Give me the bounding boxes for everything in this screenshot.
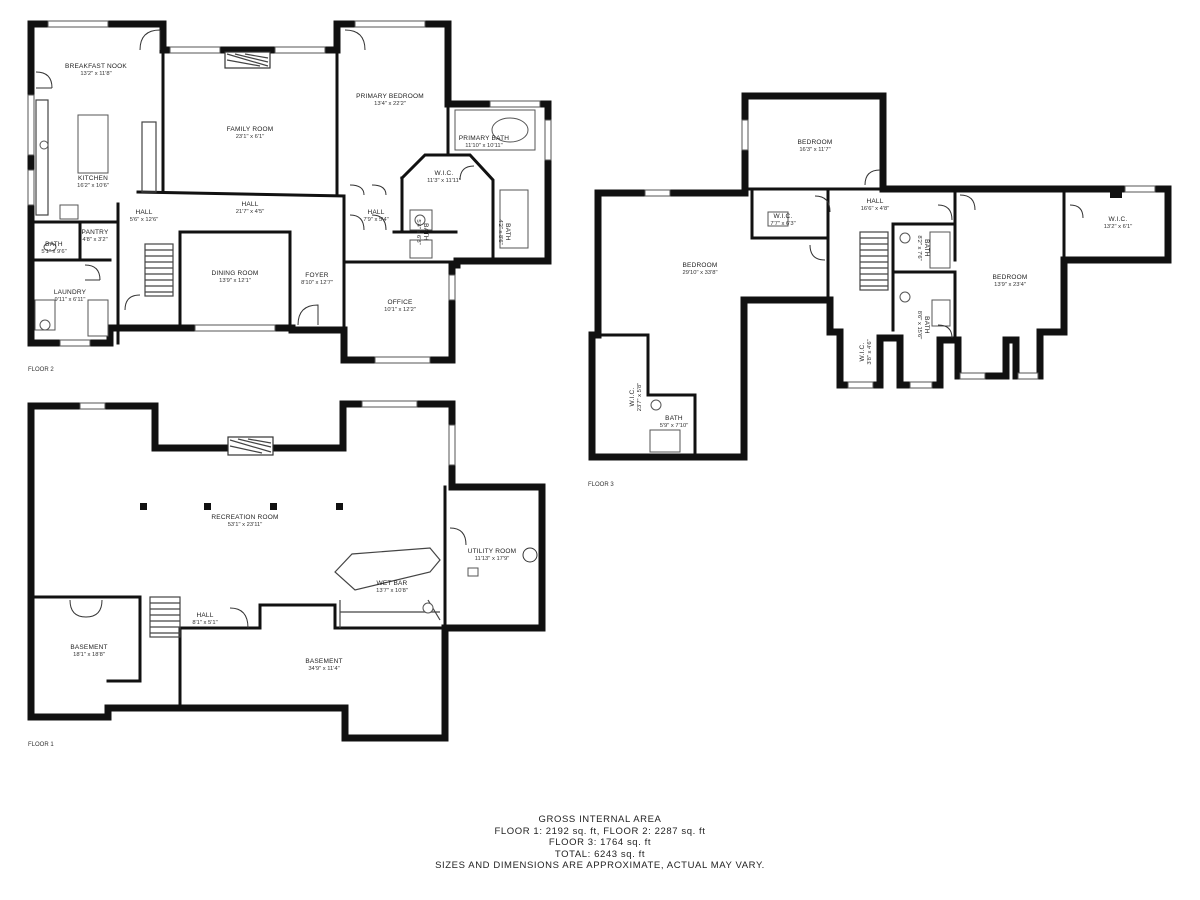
label-breakfast-nook-dim: 13'2" x 11'8": [80, 71, 111, 77]
label-dining-room-name: DINING ROOM: [212, 270, 259, 277]
label-office-name: OFFICE: [387, 299, 412, 306]
label-wic-f3-lower-name: W.I.C.: [629, 388, 636, 407]
label-bath-f2-small-dim: 5'4" x 6'8": [415, 219, 421, 244]
label-hall-f3-dim: 16'6" x 4'8": [861, 206, 890, 212]
floor-1-label: FLOOR 1: [28, 742, 54, 748]
summary-floor-3: FLOOR 3: 1764 sq. ft: [548, 837, 652, 848]
label-bath-f2-small-name: BATH: [422, 223, 429, 241]
label-utility-room-name: UTILITY ROOM: [468, 548, 517, 555]
label-primary-bedroom-dim: 13'4" x 22'2": [374, 101, 406, 107]
label-hall-f1-name: HALL: [196, 612, 213, 619]
label-pantry-name: PANTRY: [82, 229, 109, 236]
summary-heading: GROSS INTERNAL AREA: [538, 814, 662, 825]
label-family-room-name: FAMILY ROOM: [227, 126, 274, 133]
summary-floors-1-2: FLOOR 1: 2192 sq. ft, FLOOR 2: 2287 sq. …: [494, 825, 706, 837]
label-bath-f3-small-dim: 5'9" x 7'10": [660, 423, 689, 429]
label-hall-right-dim: 7'9" x 5'4": [363, 217, 388, 223]
label-recreation-room-name: RECREATION ROOM: [211, 514, 278, 521]
label-hall-right-name: HALL: [367, 209, 384, 216]
label-wic-f3-left-name: W.I.C.: [774, 213, 793, 220]
label-bath-f3-b-dim: 8'6" x 15'6": [916, 311, 922, 340]
label-bedroom-f3-right-dim: 13'9" x 23'4": [994, 282, 1026, 288]
label-kitchen-dim: 16'2" x 10'6": [77, 183, 109, 189]
area-summary: GROSS INTERNAL AREA FLOOR 1: 2192 sq. ft…: [0, 814, 1200, 872]
label-hall-f3-name: HALL: [866, 198, 883, 205]
label-hall-small-name: HALL: [135, 209, 152, 216]
label-basement-left-name: BASEMENT: [70, 644, 107, 651]
label-foyer-dim: 8'10" x 12'7": [301, 280, 333, 286]
label-bath-f2-v-name: BATH: [504, 223, 511, 241]
label-bath-f2-v-dim: 4'2" x 8'6": [497, 219, 503, 244]
label-wic-f3-left-dim: 7'7" x 6'3": [770, 221, 795, 227]
label-bedroom-f3-big-dim: 29'10" x 33'8": [682, 270, 717, 276]
label-bedroom-f3-right-name: BEDROOM: [993, 274, 1028, 281]
label-primary-bath-dim: 11'10" x 10'11": [465, 143, 502, 149]
label-utility-room-dim: 11'13" x 17'9": [475, 556, 510, 562]
label-hall-main-name: HALL: [241, 201, 258, 208]
label-wic-main-dim: 11'3" x 11'11": [427, 178, 461, 184]
label-basement-right-name: BASEMENT: [305, 658, 342, 665]
floor-2-label: FLOOR 2: [28, 367, 54, 373]
label-bath-f2-name: BATH: [45, 241, 63, 248]
label-hall-main-dim: 21'7" x 4'5": [236, 209, 265, 215]
label-wet-bar-name: WET BAR: [377, 580, 408, 587]
label-wic-f3-right-dim: 13'2" x 6'1": [1104, 224, 1133, 230]
summary-disclaimer: SIZES AND DIMENSIONS ARE APPROXIMATE, AC…: [435, 860, 765, 871]
label-wic-f3-lower-dim: 23'7" x 5'8": [637, 383, 643, 412]
label-hall-small-dim: 5'6" x 12'6": [130, 217, 159, 223]
label-breakfast-nook-name: BREAKFAST NOOK: [65, 63, 127, 70]
label-bedroom-f3-top-name: BEDROOM: [798, 139, 833, 146]
label-wic-main-name: W.I.C.: [435, 170, 454, 177]
label-bath-f3-small-name: BATH: [665, 415, 683, 422]
floor-1-plan: [27, 400, 546, 742]
floor-3-label: FLOOR 3: [588, 482, 614, 488]
label-wic-f3-hall-name: W.I.C.: [859, 343, 866, 362]
label-bath-f3-b-name: BATH: [923, 316, 930, 334]
label-wic-f3-hall-dim: 3'8" x 4'6": [867, 339, 873, 364]
label-family-room-dim: 23'1" x 6'1": [236, 134, 265, 140]
label-laundry-dim: 9'11" x 6'11": [55, 297, 86, 303]
label-hall-f1-dim: 8'1" x 5'1": [192, 620, 217, 626]
floor-2-plan: [27, 20, 552, 364]
label-pantry-dim: 4'8" x 3'2": [82, 237, 107, 243]
label-primary-bath-name: PRIMARY BATH: [459, 135, 510, 142]
label-office-dim: 10'1" x 12'2": [384, 307, 416, 313]
label-kitchen-name: KITCHEN: [78, 175, 108, 182]
label-wic-f3-right-name: W.I.C.: [1109, 216, 1128, 223]
floor-3-plan: [588, 92, 1172, 461]
label-bath-f3-a-dim: 8'2" x 7'6": [916, 235, 922, 260]
summary-total: TOTAL: 6243 sq. ft: [554, 848, 646, 860]
label-wet-bar-dim: 13'7" x 10'8": [376, 588, 408, 594]
label-recreation-room-dim: 53'1" x 23'11": [228, 522, 263, 528]
label-bedroom-f3-top-dim: 16'3" x 11'7": [799, 147, 830, 153]
label-bath-f3-a-name: BATH: [923, 239, 930, 257]
label-foyer-name: FOYER: [305, 272, 328, 279]
label-bedroom-f3-big-name: BEDROOM: [683, 262, 718, 269]
label-basement-right-dim: 34'9" x 11'4": [308, 666, 339, 672]
label-primary-bedroom-name: PRIMARY BEDROOM: [356, 93, 424, 100]
label-laundry-name: LAUNDRY: [54, 289, 87, 296]
label-bath-f2-dim: 5'1" x 9'6": [41, 249, 66, 255]
label-dining-room-dim: 13'9" x 12'1": [219, 278, 251, 284]
label-basement-left-dim: 18'1" x 18'8": [73, 652, 105, 658]
